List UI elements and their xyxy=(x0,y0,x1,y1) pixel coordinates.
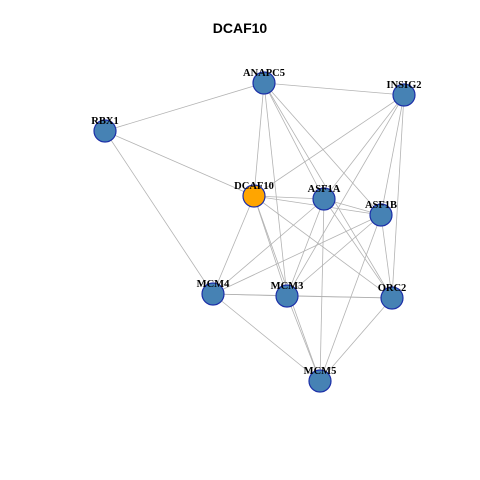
edge-orc2-mcm5 xyxy=(319,297,393,382)
edge-asf1b-mcm4 xyxy=(212,214,382,295)
node-label-mcm3: MCM3 xyxy=(271,281,304,292)
node-insig2 xyxy=(392,83,416,107)
node-mcm5 xyxy=(308,369,332,393)
node-label-insig2: INSIG2 xyxy=(386,80,421,91)
node-mcm4 xyxy=(201,282,225,306)
edge-asf1a-mcm3 xyxy=(286,198,325,297)
node-layer xyxy=(93,71,416,393)
node-dcaf10 xyxy=(242,184,266,208)
node-label-asf1b: ASF1B xyxy=(365,200,397,211)
node-label-mcm4: MCM4 xyxy=(197,279,230,290)
node-label-anapc5: ANAPC5 xyxy=(243,68,285,79)
node-label-asf1a: ASF1A xyxy=(308,184,341,195)
edge-dcaf10-mcm3 xyxy=(253,195,288,297)
graph-title: DCAF10 xyxy=(212,20,268,36)
edge-insig2-asf1b xyxy=(380,94,405,216)
node-label-mcm5: MCM5 xyxy=(304,366,337,377)
edge-insig2-orc2 xyxy=(391,94,405,299)
edge-asf1b-mcm5 xyxy=(319,214,382,382)
edge-asf1a-mcm4 xyxy=(212,198,325,295)
node-anapc5 xyxy=(252,71,276,95)
node-label-dcaf10: DCAF10 xyxy=(234,181,274,192)
edge-anapc5-asf1a xyxy=(263,82,325,200)
node-rbx1 xyxy=(93,119,117,143)
edge-mcm4-mcm5 xyxy=(212,293,321,382)
edge-mcm3-mcm5 xyxy=(286,295,321,382)
node-label-rbx1: RBX1 xyxy=(91,116,118,127)
edge-anapc5-dcaf10 xyxy=(253,82,265,197)
edge-asf1a-orc2 xyxy=(323,198,393,299)
edge-anapc5-mcm3 xyxy=(263,82,288,297)
edge-dcaf10-asf1a xyxy=(253,195,325,200)
edge-rbx1-dcaf10 xyxy=(104,130,255,197)
edge-asf1a-mcm5 xyxy=(319,198,325,382)
edge-insig2-mcm3 xyxy=(286,94,405,297)
edge-anapc5-asf1b xyxy=(263,82,382,216)
edge-mcm3-orc2 xyxy=(286,295,393,299)
node-orc2 xyxy=(380,286,404,310)
node-asf1b xyxy=(369,203,393,227)
edge-asf1b-orc2 xyxy=(380,214,393,299)
node-label-orc2: ORC2 xyxy=(378,283,407,294)
edge-insig2-dcaf10 xyxy=(253,94,405,197)
edge-anapc5-insig2 xyxy=(263,82,405,96)
edge-layer xyxy=(104,82,405,382)
edge-rbx1-mcm4 xyxy=(104,130,214,295)
edge-rbx1-anapc5 xyxy=(104,82,265,132)
edge-asf1b-mcm3 xyxy=(286,214,382,297)
node-mcm3 xyxy=(275,284,299,308)
edge-dcaf10-mcm4 xyxy=(212,195,255,295)
edge-insig2-asf1a xyxy=(323,94,405,200)
node-asf1a xyxy=(312,187,336,211)
